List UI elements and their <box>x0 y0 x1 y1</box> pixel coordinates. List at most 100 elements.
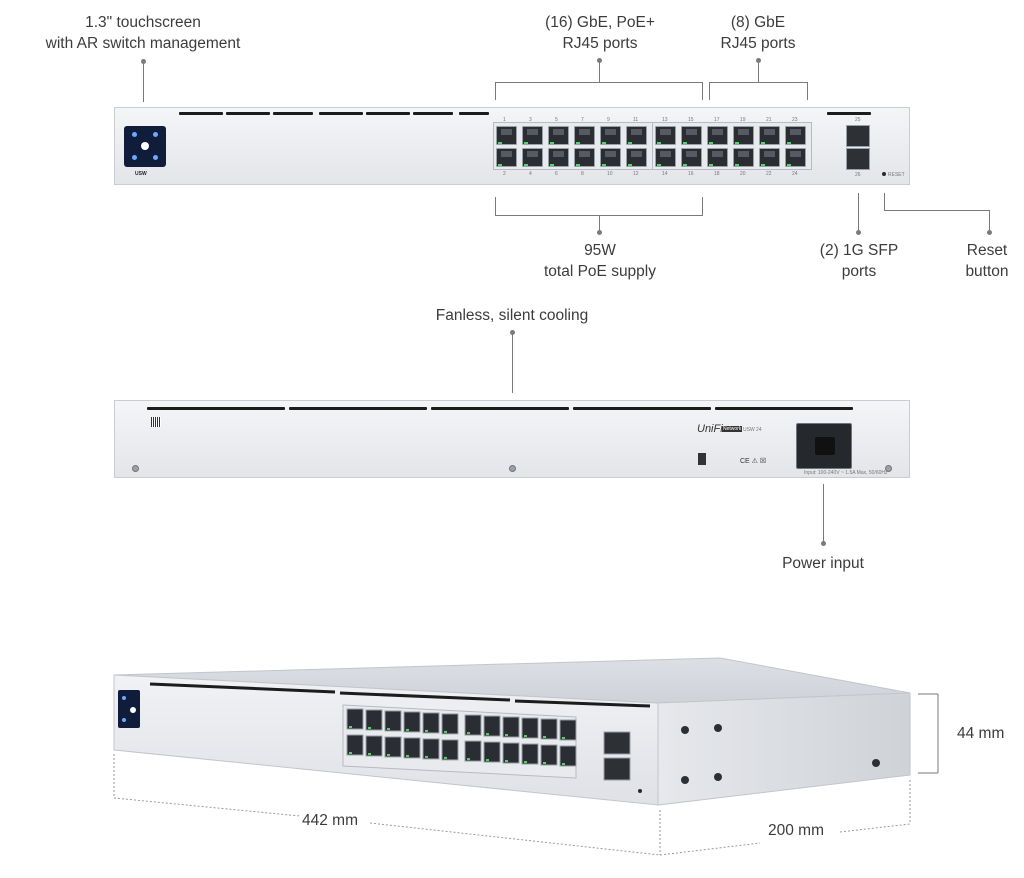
rj45-port[interactable] <box>522 148 543 167</box>
sfp-port-25[interactable] <box>846 125 870 147</box>
rj45-port[interactable] <box>496 126 517 145</box>
port-led <box>602 142 606 144</box>
rj45-port[interactable] <box>733 126 754 145</box>
iso-rj45-port[interactable] <box>464 714 482 736</box>
iso-sfp-port[interactable] <box>603 757 631 781</box>
vent-slot <box>827 112 871 115</box>
rj45-port[interactable] <box>522 126 543 145</box>
iso-rj45-port[interactable] <box>502 742 520 764</box>
iso-rj45-port[interactable] <box>483 715 501 737</box>
gbe-ports-label-line1: (8) GbE <box>730 14 786 31</box>
rj45-port[interactable] <box>655 126 676 145</box>
rj45-port[interactable] <box>759 148 780 167</box>
dim-line-depth <box>659 842 761 856</box>
port-led <box>683 164 687 166</box>
reset-label-line2: button <box>965 263 1009 280</box>
touchscreen-label-line2: with AR switch management <box>45 35 241 52</box>
rj45-port[interactable] <box>548 126 569 145</box>
rj45-port[interactable] <box>574 148 595 167</box>
iso-port-led <box>368 726 371 729</box>
rj45-port[interactable] <box>733 148 754 167</box>
screw-icon <box>885 465 892 472</box>
iso-rj45-port[interactable] <box>441 713 459 735</box>
sfp-port-26[interactable] <box>846 148 870 170</box>
rj45-port[interactable] <box>574 126 595 145</box>
iso-rj45-port[interactable] <box>384 710 402 732</box>
port-label-bottom: 14 <box>662 171 668 177</box>
iso-rj45-port[interactable] <box>441 739 459 761</box>
port-label-top: 7 <box>581 117 584 123</box>
rj45-port[interactable] <box>785 148 806 167</box>
iso-rj45-port[interactable] <box>502 716 520 738</box>
port-label-top: 9 <box>607 117 610 123</box>
poe-supply-label-line1: 95W <box>584 242 616 259</box>
rj45-port[interactable] <box>600 126 621 145</box>
rj45-port[interactable] <box>626 126 647 145</box>
iso-rj45-port[interactable] <box>559 719 577 741</box>
port-led <box>576 142 580 144</box>
qr-code-icon <box>151 417 161 427</box>
iso-rj45-port[interactable] <box>521 717 539 739</box>
bracket-end <box>702 197 703 215</box>
vent-slot <box>573 407 711 410</box>
port-label-top: 21 <box>766 117 772 123</box>
bracket-line <box>495 82 703 83</box>
iso-rj45-port[interactable] <box>540 744 558 766</box>
iso-port-led <box>562 736 565 739</box>
rj45-port[interactable] <box>681 126 702 145</box>
rj45-port[interactable] <box>759 126 780 145</box>
iso-rj45-port[interactable] <box>422 712 440 734</box>
iso-rj45-port[interactable] <box>346 708 364 730</box>
rj45-port[interactable] <box>707 148 728 167</box>
port-label-top: 1 <box>503 117 506 123</box>
iso-sfp-port[interactable] <box>603 731 631 755</box>
iso-rj45-port[interactable] <box>464 740 482 762</box>
iso-port-led <box>467 758 470 761</box>
iso-rj45-port[interactable] <box>365 735 383 757</box>
iso-rj45-port[interactable] <box>540 718 558 740</box>
bracket-end <box>495 82 496 100</box>
iso-rj45-port[interactable] <box>365 709 383 731</box>
rj45-port[interactable] <box>600 148 621 167</box>
iso-rj45-port[interactable] <box>403 737 421 759</box>
vent-slot <box>413 112 453 115</box>
bracket-end <box>709 82 710 100</box>
touchscreen[interactable] <box>118 690 140 728</box>
rear-panel: UniFi Network USW 24 CE ⚠ ☒ Input: 100-2… <box>114 400 910 478</box>
rj45-port[interactable] <box>785 126 806 145</box>
iso-rj45-port[interactable] <box>346 734 364 756</box>
iso-rj45-port[interactable] <box>559 745 577 767</box>
iso-port-led <box>387 727 390 730</box>
model-badge: USW <box>135 171 147 177</box>
iso-rj45-port[interactable] <box>403 711 421 733</box>
iso-rj45-port[interactable] <box>483 741 501 763</box>
port-led <box>709 164 713 166</box>
rj45-port[interactable] <box>548 148 569 167</box>
power-input[interactable] <box>796 423 852 469</box>
rj45-port[interactable] <box>707 126 728 145</box>
port-label-top: 13 <box>662 117 668 123</box>
iso-rj45-port[interactable] <box>422 738 440 760</box>
iso-rj45-port[interactable] <box>521 743 539 765</box>
port-label-bottom: 6 <box>555 171 558 177</box>
leader-line <box>989 210 990 230</box>
poe-supply-label-line2: total PoE supply <box>543 263 656 280</box>
leader-dot <box>597 230 602 235</box>
reset-button[interactable] <box>882 172 886 176</box>
leader-line <box>143 62 144 102</box>
iso-port-led <box>486 733 489 736</box>
port-label-bottom: 16 <box>688 171 694 177</box>
touchscreen[interactable] <box>124 126 166 167</box>
iso-rj45-port[interactable] <box>384 736 402 758</box>
port-label-bottom: 22 <box>766 171 772 177</box>
rj45-port[interactable] <box>681 148 702 167</box>
rj45-port[interactable] <box>655 148 676 167</box>
iso-port-led <box>444 756 447 759</box>
rj45-port[interactable] <box>496 148 517 167</box>
gbe-ports-label-line2: RJ45 ports <box>720 35 796 52</box>
leader-dot <box>510 330 515 335</box>
screen-icon <box>153 155 158 160</box>
iso-reset-button[interactable] <box>638 789 642 793</box>
rj45-port[interactable] <box>626 148 647 167</box>
poe-ports-label-line1: (16) GbE, PoE+ <box>545 14 655 31</box>
